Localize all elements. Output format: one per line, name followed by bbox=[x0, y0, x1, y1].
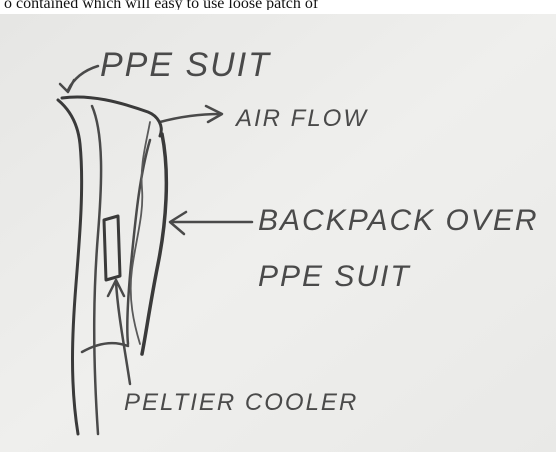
ppe-suit-top-label: PPE SUIT bbox=[100, 46, 271, 84]
cropped-text-line: o contained which will easy to use loose… bbox=[0, 0, 556, 10]
backpack-label-line1: BACKPACK OVER bbox=[258, 204, 539, 237]
air-flow-label: AIR FLOW bbox=[234, 105, 368, 132]
backpack-label-line2: PPE SUIT bbox=[258, 260, 411, 293]
sketch-paper: PPE SUIT AIR FLOW bbox=[0, 14, 556, 452]
peltier-label: PELTIER COOLER bbox=[124, 389, 358, 416]
